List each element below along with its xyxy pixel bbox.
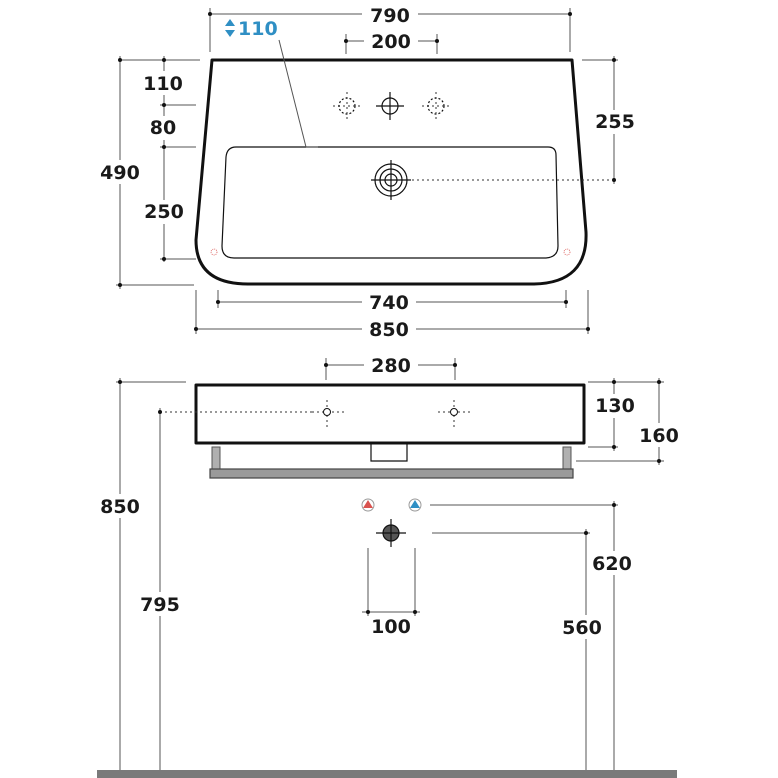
- floor: [97, 770, 677, 778]
- dim-850-height-label: 850: [100, 496, 140, 518]
- dim-795: 795: [134, 408, 186, 770]
- dim-790-label: 790: [370, 5, 410, 27]
- dim-255-label: 255: [595, 111, 635, 133]
- basin-outline: [194, 58, 588, 286]
- towel-rail: [209, 468, 574, 479]
- waste-elevation: [370, 444, 408, 462]
- dim-795-label: 795: [140, 594, 180, 616]
- elevation-view: 280 130 160: [94, 353, 684, 778]
- dim-110-depth-label: 110: [143, 73, 183, 95]
- dim-740-label: 740: [369, 292, 409, 314]
- fixing-point-right: [438, 400, 470, 430]
- dim-255: 255: [582, 56, 640, 184]
- dim-130-160: 130 160: [576, 378, 684, 465]
- dim-100: 100: [362, 548, 420, 638]
- dim-130-label: 130: [595, 395, 635, 417]
- dim-850-width-label: 850: [369, 319, 409, 341]
- dim-850-width: 850: [194, 290, 590, 341]
- cold-water-marker: [408, 498, 422, 512]
- dim-560-label: 560: [562, 617, 602, 639]
- corner-mark-right: [563, 248, 571, 256]
- hot-water-marker: [361, 498, 375, 512]
- basin-elevation: [194, 383, 586, 445]
- dim-160-label: 160: [639, 425, 679, 447]
- dim-280-label: 280: [371, 355, 411, 377]
- rail-leg-left: [211, 446, 221, 470]
- fixing-point-left: [312, 400, 344, 430]
- dim-left-plan: 110 80 250 490: [94, 56, 200, 289]
- dim-80-label: 80: [150, 117, 176, 139]
- dim-250-label: 250: [144, 201, 184, 223]
- dim-110-marker: 110: [225, 18, 318, 148]
- rail-leg-right: [562, 446, 572, 470]
- dim-850-height: 850: [94, 378, 186, 770]
- dim-740: 740: [216, 290, 568, 314]
- dim-280: 280: [324, 353, 457, 380]
- tap-hole-left: [333, 92, 361, 120]
- dim-620-560: 620 560: [557, 501, 638, 770]
- waste-wall-outlet: [376, 519, 590, 547]
- bowl-outline: [221, 146, 559, 259]
- plan-view: 790 110 200: [94, 2, 640, 341]
- dim-620-label: 620: [592, 553, 632, 575]
- up-down-arrow-icon: [225, 19, 235, 37]
- dim-790: 790: [208, 2, 572, 52]
- dim-200: 200: [344, 29, 439, 54]
- waste-outlet: [371, 160, 612, 200]
- tap-hole-right: [422, 92, 450, 120]
- tap-hole-center: [376, 92, 404, 120]
- corner-mark-left: [210, 248, 218, 256]
- dim-100-label: 100: [371, 616, 411, 638]
- dim-110-marker-label: 110: [238, 18, 278, 40]
- dim-490-label: 490: [100, 162, 140, 184]
- dim-200-label: 200: [371, 31, 411, 53]
